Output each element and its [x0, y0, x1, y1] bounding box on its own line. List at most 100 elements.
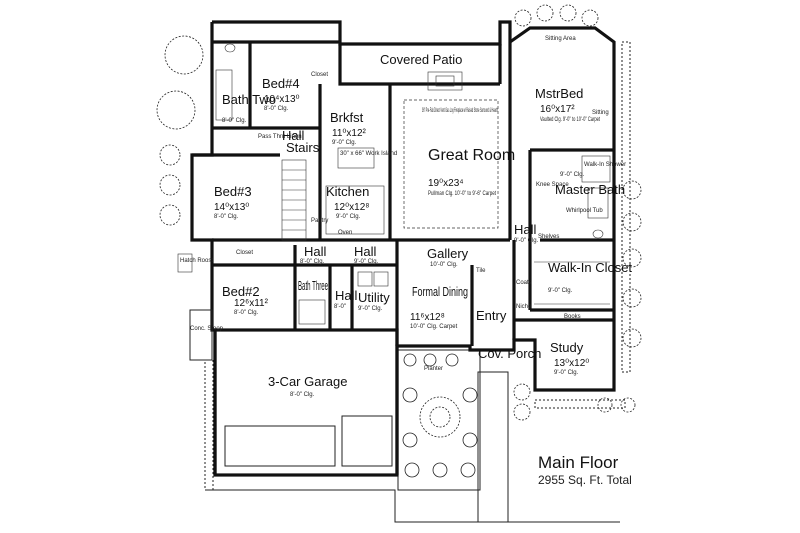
- room-name: Pantry: [311, 218, 328, 224]
- room-ceiling: 8'-0" Clg.: [300, 259, 325, 265]
- room-name: Formal Dining: [412, 284, 468, 299]
- room-name: Conc. Stoop: [190, 326, 224, 332]
- shrub: [159, 144, 181, 166]
- room-name: Master Bath: [555, 182, 625, 197]
- room-dimensions: 12⁰x12⁸: [334, 202, 369, 213]
- shrub: [429, 406, 451, 428]
- shrub: [404, 462, 420, 478]
- shrub: [559, 4, 577, 22]
- room-name: Hall: [304, 244, 327, 259]
- room-ceiling: 9'-0" Clg.: [332, 140, 357, 146]
- room-ceiling: Vaulted Clg. 9'-0" to 10'-0" Carpet: [540, 117, 600, 123]
- room-ceiling: 10'-0" Clg. Carpet: [410, 324, 458, 330]
- shrub: [536, 4, 554, 22]
- exterior-wall: [395, 26, 616, 475]
- room-name: Bath Two: [222, 92, 276, 107]
- shrub: [462, 387, 478, 403]
- bathtub-icon: [298, 299, 326, 325]
- dryer-icon: [373, 271, 389, 287]
- room-name: Whirlpool Tub: [566, 208, 603, 214]
- toilet-icon: [224, 43, 236, 53]
- room-name: Covered Patio: [380, 52, 462, 67]
- shrub: [581, 9, 599, 27]
- room-labels: Bed#4 10⁴x13⁰ 8'-0" Clg. Closet Bath Two…: [180, 36, 632, 398]
- room-dimensions: 11⁶x12⁸: [410, 312, 445, 323]
- room-ceiling: 8'-0" Clg.: [222, 118, 247, 124]
- room-name: Brkfst: [330, 110, 364, 125]
- room-name: Sitting: [592, 110, 609, 116]
- room-name: Books: [564, 314, 581, 320]
- toilet-icon: [592, 229, 604, 239]
- garage-door: [224, 425, 336, 467]
- room-name: Coats: [516, 280, 532, 286]
- room-name: Great Room: [428, 147, 515, 164]
- hatch-icon: [177, 253, 193, 273]
- shrub: [159, 174, 181, 196]
- room-dimensions: 12⁶x11²: [234, 298, 269, 309]
- shrub: [622, 248, 642, 268]
- room-ceiling: Pullman Clg. 10'-0" to 9'-6" Carpet: [428, 191, 496, 197]
- room-name: Planter: [424, 366, 443, 372]
- room-name: Gallery: [427, 246, 469, 261]
- room-dimensions: 11⁰x12²: [332, 128, 367, 139]
- shrub: [462, 432, 478, 448]
- washer-icon: [357, 271, 373, 287]
- room-ceiling: 9'-0" Clg.: [358, 306, 383, 312]
- room-ceiling: 8'-0" Clg.: [234, 310, 259, 316]
- room-note: Tile: [476, 268, 486, 274]
- room-name: Kitchen: [326, 184, 369, 199]
- room-name: Shelves: [538, 234, 559, 240]
- room-ceiling: 9'-0" Clg.: [560, 172, 585, 178]
- shrub: [514, 9, 532, 27]
- walkway: [477, 371, 509, 523]
- plan-title: Main Floor: [538, 453, 619, 472]
- shrub: [620, 397, 636, 413]
- room-name: Bath Three: [298, 278, 328, 293]
- room-name: Utility: [358, 290, 390, 305]
- room-note: 36" Pre-Fab Direct Vent Gas Log Fireplac…: [422, 108, 498, 114]
- room-name: Bed#2: [222, 284, 260, 299]
- room-name: Closet: [311, 72, 328, 78]
- shrub: [423, 353, 437, 367]
- room-name: Cov. Porch: [478, 346, 541, 361]
- room-name: Hall: [282, 128, 305, 143]
- fireplace-icon: [427, 71, 463, 91]
- room-ceiling: 9'-0" Clg.: [354, 259, 379, 265]
- room-note: 30" x 66" Work Island: [340, 151, 397, 157]
- plan-subtitle: 2955 Sq. Ft. Total: [538, 473, 632, 487]
- room-dimensions: 16⁰x17²: [540, 104, 575, 115]
- room-ceiling: 8'-0" Clg.: [264, 106, 289, 112]
- room-name: Bed#4: [262, 76, 300, 91]
- stair-treads: [282, 169, 306, 231]
- room-dimensions: 13⁰x12⁰: [554, 358, 589, 369]
- room-name: Bed#3: [214, 184, 252, 199]
- room-name: Oven: [338, 230, 352, 236]
- concrete-stoop: [189, 309, 213, 361]
- room-name: Walk-In Closet: [548, 260, 632, 275]
- room-name: Hall: [335, 288, 358, 303]
- room-ceiling: 9'-0" Clg.: [514, 238, 539, 244]
- shrub: [622, 288, 642, 308]
- work-island: [337, 147, 375, 169]
- room-name: Pass Thru Linen: [258, 134, 302, 140]
- bathtub-icon: [215, 69, 233, 121]
- shrub: [445, 353, 459, 367]
- walls: [190, 20, 616, 477]
- room-name: Walk-In Shower: [584, 162, 626, 168]
- room-name: Study: [550, 340, 584, 355]
- shrub: [156, 90, 196, 130]
- room-name: Entry: [476, 308, 507, 323]
- garden-edge: [621, 41, 631, 373]
- room-ceiling: 8'-0" Clg.: [214, 214, 239, 220]
- shrub: [513, 383, 531, 401]
- shower-icon: [581, 155, 611, 183]
- room-ceiling: 9'-0" Clg.: [336, 214, 361, 220]
- driveway-edge: [205, 489, 620, 523]
- shrub: [460, 462, 476, 478]
- room-dimensions: 10⁴x13⁰: [264, 94, 300, 105]
- kitchen-counter: [325, 185, 385, 235]
- garage-door: [341, 415, 393, 467]
- room-name: Stairs: [286, 140, 320, 155]
- room-name: Niche: [516, 304, 532, 310]
